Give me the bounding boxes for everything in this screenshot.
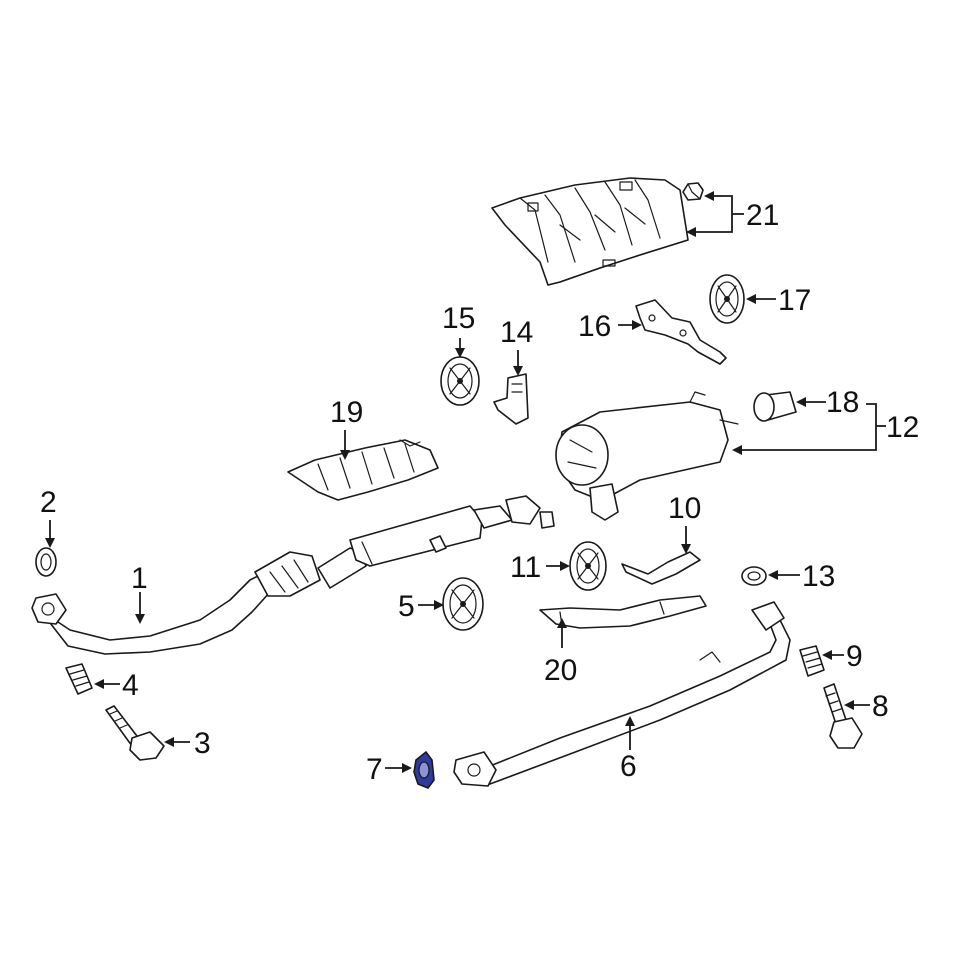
center-pipe-part-6[interactable] <box>453 601 791 787</box>
callout-14: 14 <box>500 316 533 349</box>
callout-21: 21 <box>746 199 779 232</box>
callout-13: 13 <box>802 560 835 593</box>
callout-10: 10 <box>668 492 701 525</box>
callout-16: 16 <box>578 310 611 343</box>
callout-6: 6 <box>620 750 637 783</box>
heat-shield-upper-part[interactable] <box>491 177 689 286</box>
nut-part-21[interactable] <box>682 182 704 201</box>
callout-3: 3 <box>194 727 211 760</box>
hanger-part-11[interactable] <box>569 541 607 591</box>
hanger-part-17[interactable] <box>709 274 745 324</box>
callout-18: 18 <box>826 386 859 419</box>
gasket-part-7-highlighted[interactable] <box>413 750 435 789</box>
callout-11: 11 <box>510 551 541 584</box>
callout-2: 2 <box>40 486 57 519</box>
bracket-part-16[interactable] <box>635 299 727 365</box>
callout-1: 1 <box>131 562 148 595</box>
callout-19: 19 <box>330 396 363 429</box>
muffler-part-12[interactable] <box>555 391 739 521</box>
callout-12: 12 <box>886 411 919 444</box>
callout-7: 7 <box>366 753 383 786</box>
hanger-part-5[interactable] <box>442 577 484 631</box>
callout-15: 15 <box>442 302 475 335</box>
callout-20: 20 <box>544 654 577 687</box>
leader-lines <box>45 191 886 773</box>
front-pipe-part-1[interactable] <box>31 495 555 655</box>
callout-8: 8 <box>872 690 889 723</box>
stud-part-4[interactable] <box>65 663 93 695</box>
stud-part-9[interactable] <box>799 645 825 677</box>
gasket-part-2[interactable] <box>35 547 57 577</box>
heat-shield-part-19[interactable] <box>287 439 439 501</box>
bolt-part-8[interactable] <box>823 683 863 749</box>
callout-9: 9 <box>846 640 863 673</box>
bolt-part-3[interactable] <box>105 705 165 761</box>
callout-labels: 1 2 3 4 5 6 7 8 9 10 11 12 13 14 15 16 1… <box>40 199 919 786</box>
heat-shield-part-20[interactable] <box>539 595 707 629</box>
gasket-part-13[interactable] <box>741 566 767 586</box>
callout-5: 5 <box>398 590 415 623</box>
hanger-bracket-part-14[interactable] <box>493 373 529 425</box>
callout-17: 17 <box>778 284 811 317</box>
bracket-part-10[interactable] <box>621 551 701 585</box>
tail-pipe-tip-part-18[interactable] <box>753 391 797 422</box>
callout-4: 4 <box>122 669 139 702</box>
hanger-part-15[interactable] <box>440 356 480 406</box>
